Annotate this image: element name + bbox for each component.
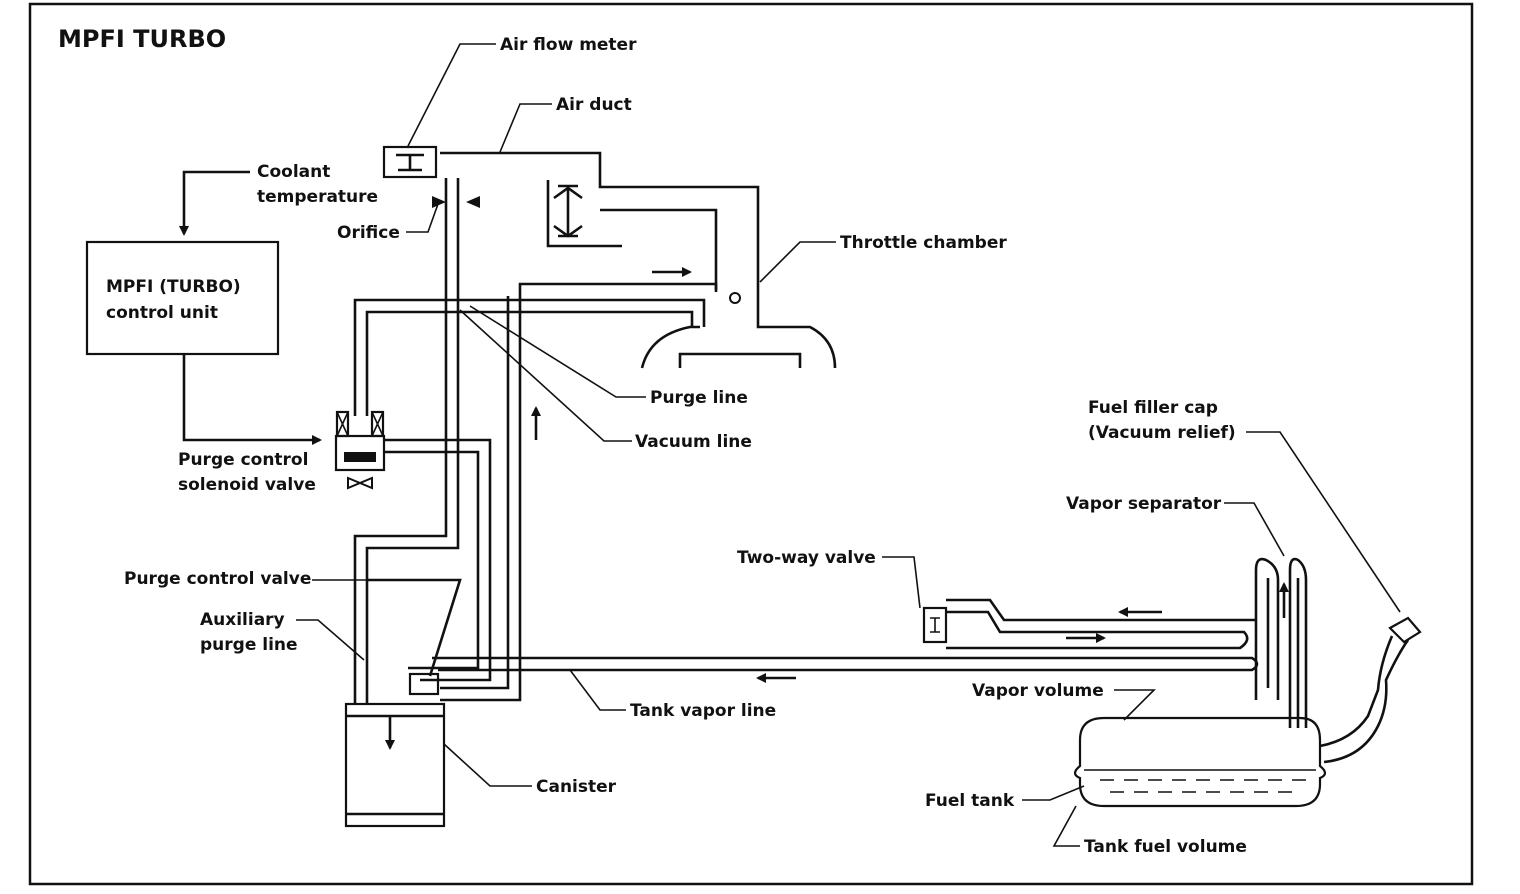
fuel-tank-body [1073,716,1327,808]
tank-vapor-line-pipe [432,656,1259,672]
leader-two-way-valve [882,556,921,609]
solenoid-cross-left [336,411,349,437]
label-purge-control-valve: Purge control valve [124,569,311,589]
canister-body [344,702,446,828]
leader-throttle-chamber [759,241,836,283]
leader-tank-fuel-volume [1052,805,1080,847]
canister-valve [408,672,440,696]
two-way-valve-icon [930,617,940,633]
throttle-chamber-body [640,325,802,369]
two-way-valve-body [922,606,948,644]
two-way-return-pipe [946,598,1256,650]
solenoid-cross-right [371,411,384,437]
label-solenoid-2: solenoid valve [178,475,316,495]
air-flow-meter-body [382,145,438,179]
label-filler-cap-1: Fuel filler cap [1088,398,1218,418]
label-air-flow-meter: Air flow meter [500,35,637,55]
air-duct-pipe [440,151,837,369]
filler-neck-pipe [1319,635,1410,764]
leader-fuel-tank [1022,785,1085,801]
leader-air-flow-meter [407,43,496,147]
label-two-way-valve: Two-way valve [737,548,876,568]
label-aux-purge-1: Auxiliary [200,610,285,630]
leader-air-duct [499,103,552,153]
leader-vapor-volume [1114,689,1156,721]
label-purge-line: Purge line [650,388,748,408]
canister-purge-pipe [440,282,718,702]
label-orifice: Orifice [337,223,400,243]
coolant-signal-arrow [179,170,250,236]
label-vapor-separator: Vapor separator [1066,494,1222,514]
purge-line-pipe [353,298,706,416]
diagram-title: MPFI TURBO [58,25,226,53]
vapor-separator-inner [1266,578,1300,728]
fuel-level-dashes [1100,779,1308,793]
label-fuel-tank: Fuel tank [925,791,1015,811]
label-vapor-volume: Vapor volume [972,681,1104,701]
label-air-duct: Air duct [556,95,632,115]
air-duct-pipe-lower [546,180,622,248]
throttle-valve-pivot [729,292,741,304]
throttle-valve-shape [553,184,583,238]
purge-control-valve-pipe [367,578,462,677]
solenoid-to-canister-pipe [384,438,492,682]
leader-filler-cap [1246,431,1401,613]
leader-vacuum-line [459,309,632,442]
label-tank-vapor-line: Tank vapor line [630,701,776,721]
coolant-label-1: Coolant [257,162,330,182]
leader-vapor-separator [1224,502,1285,557]
leader-purge-line [469,305,646,398]
control-unit-box [85,240,280,356]
orifice-right-icon [466,196,480,208]
label-canister: Canister [536,777,617,797]
vapor-separator-body [1254,557,1308,728]
air-flow-meter-icon [396,153,424,172]
label-vacuum-line: Vacuum line [635,432,752,452]
vacuum-line-pipe [353,178,460,704]
leader-canister [443,743,532,787]
solenoid-valve-icon [347,476,373,490]
control-unit-label-2: control unit [106,303,218,323]
leader-aux-purge [296,619,365,661]
solenoid-plunger [344,452,376,462]
solenoid-signal-arrow [182,354,322,445]
label-tank-fuel-volume: Tank fuel volume [1084,837,1247,857]
leader-orifice [406,203,439,233]
label-solenoid-1: Purge control [178,450,308,470]
control-unit-label-1: MPFI (TURBO) [106,277,241,297]
coolant-label-2: temperature [257,187,378,207]
fuel-filler-cap-icon [1388,616,1422,644]
diagram-frame [28,2,1474,886]
label-throttle-chamber: Throttle chamber [840,233,1007,253]
orifice-left-icon [432,196,446,208]
leader-tank-vapor-line [569,669,626,711]
throttle-inner-pipe [600,208,718,290]
label-aux-purge-2: purge line [200,635,298,655]
label-filler-cap-2: (Vacuum relief) [1088,423,1236,443]
